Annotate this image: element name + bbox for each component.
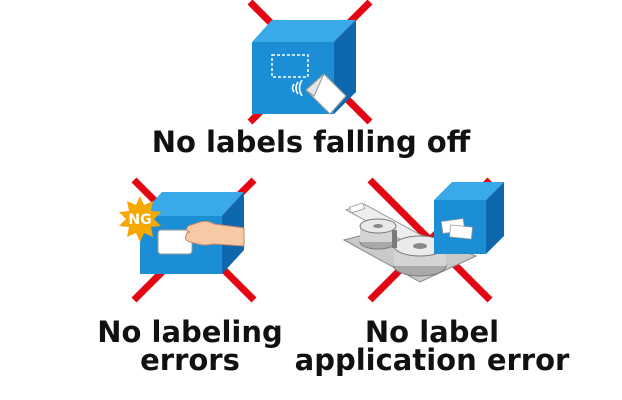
- box-side-face: [486, 182, 504, 254]
- label-applicator-machine-icon: [342, 177, 504, 303]
- caption-labels-falling-off: No labels falling off: [0, 124, 622, 160]
- caption-application-error: No label application error: [292, 315, 572, 377]
- caption-left-line1: No labeling: [97, 315, 283, 349]
- caption-left-line2: errors: [140, 343, 240, 377]
- large-spool: [393, 235, 447, 277]
- box-top-face: [252, 20, 356, 42]
- caption-top-text: No labels falling off: [151, 125, 471, 159]
- caption-right-line2: application error: [294, 343, 570, 377]
- ng-badge: NG: [119, 196, 161, 242]
- box-top-face: [434, 182, 504, 200]
- hand: [185, 220, 245, 247]
- box-label-peeling-icon: [247, 0, 373, 125]
- box-top-face: [140, 192, 244, 216]
- machine-post: [392, 230, 397, 248]
- ng-badge-text: NG: [128, 212, 151, 228]
- applied-labels: [440, 218, 474, 240]
- caption-right-line1: No label: [364, 315, 500, 349]
- caption-labeling-errors: No labeling errors: [80, 315, 300, 377]
- box-wrong-label-icon: NG: [119, 177, 257, 303]
- small-spool: [359, 218, 397, 250]
- motion-marks: [291, 79, 303, 97]
- label-outline: [271, 54, 309, 78]
